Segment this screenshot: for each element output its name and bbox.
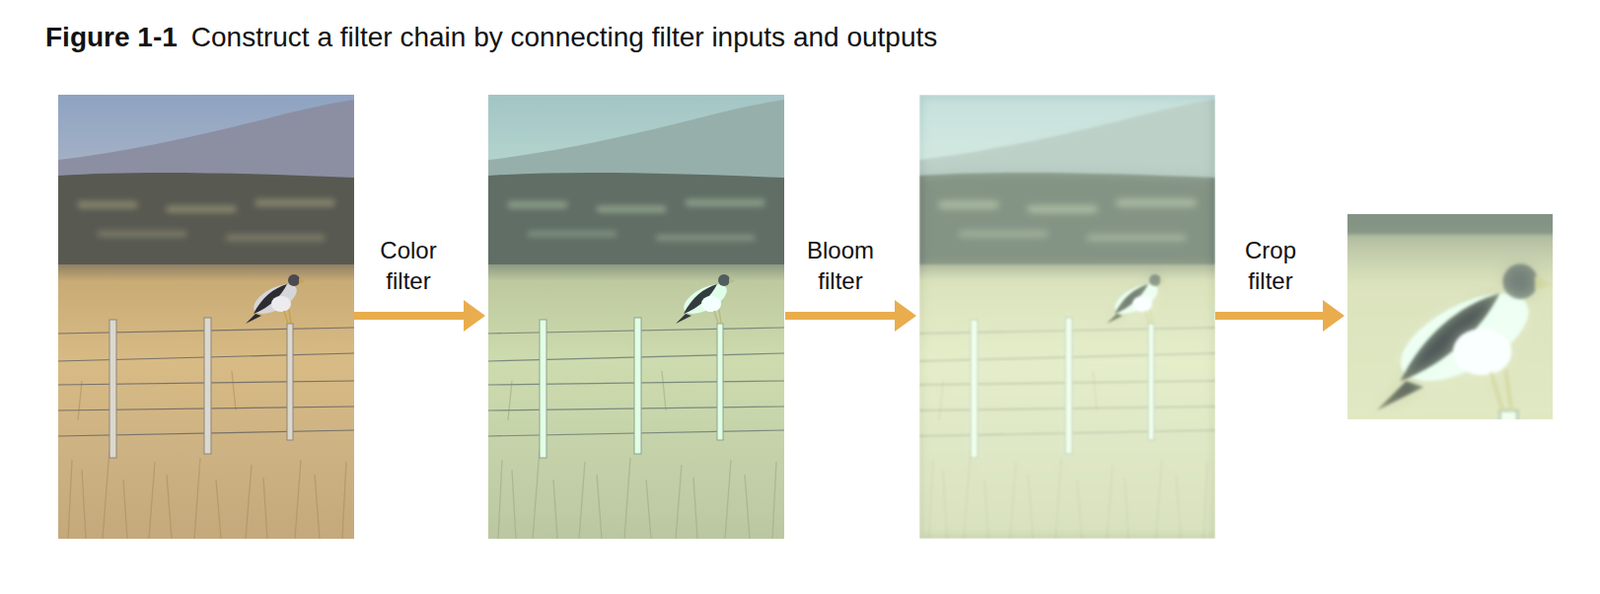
color-filtered-photo	[488, 94, 785, 539]
figure-number: Figure 1-1	[45, 21, 178, 54]
flow-arrows	[354, 299, 1345, 332]
arrow-head	[463, 299, 486, 332]
filter-label: Color filter	[357, 234, 460, 296]
filter-label: Crop filter	[1219, 234, 1322, 296]
cropped-photo	[1347, 214, 1553, 420]
original-photo	[58, 94, 355, 539]
arrow-head	[1322, 299, 1345, 332]
figure-heading: Figure 1-1 Construct a filter chain by co…	[45, 21, 938, 54]
arrow-shaft	[354, 311, 467, 320]
bloom-filtered-photo	[919, 94, 1216, 539]
arrow-shaft	[1215, 311, 1326, 320]
filter-label: Bloom filter	[789, 234, 892, 296]
figure-caption: Construct a filter chain by connecting f…	[191, 21, 938, 54]
arrow-head	[894, 299, 917, 332]
arrow-shaft	[785, 311, 898, 320]
